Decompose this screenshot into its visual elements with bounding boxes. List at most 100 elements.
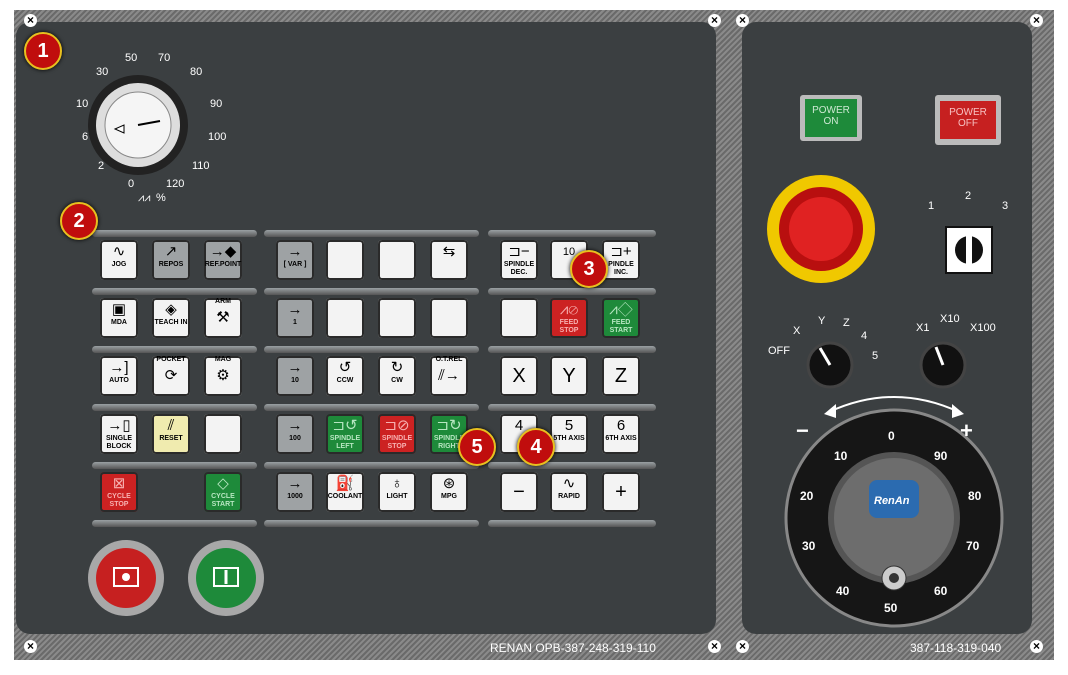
handwheel-icon: ⊛ bbox=[442, 475, 456, 492]
blank-key[interactable] bbox=[430, 298, 468, 338]
handwheel-tick: 70 bbox=[966, 539, 980, 553]
power-off-button[interactable]: POWER OFF bbox=[935, 95, 1001, 145]
panel-part-number: RENAN OPB-387-248-319-110 bbox=[490, 641, 656, 655]
screw-icon: × bbox=[24, 14, 37, 27]
repos-key[interactable]: ↗REPOS bbox=[152, 240, 190, 280]
emergency-stop-button[interactable] bbox=[766, 174, 876, 284]
cycle-stop-key[interactable]: ⊠CYCLE STOP bbox=[100, 472, 138, 512]
rotate-cw-icon: ↻ bbox=[390, 359, 404, 376]
single-block-key[interactable]: →▯SINGLE BLOCK bbox=[100, 414, 138, 454]
coolant-key[interactable]: ⛽COOLANT bbox=[326, 472, 364, 512]
jog-icon: ∿ bbox=[112, 243, 126, 260]
plus-key[interactable]: + bbox=[602, 472, 640, 512]
dial-tick: 0 bbox=[128, 178, 134, 190]
feed-override-dial[interactable]: 0 2 6 10 30 50 70 80 90 100 110 120 % ⩘⩘ bbox=[60, 45, 260, 215]
screw-icon: × bbox=[736, 640, 749, 653]
handwheel-plus-label: + bbox=[960, 418, 973, 443]
mpg-key[interactable]: ⊛MPG bbox=[430, 472, 468, 512]
axis-y-key[interactable]: Y bbox=[550, 356, 588, 396]
divider bbox=[92, 230, 257, 237]
teach-icon: ◈ bbox=[165, 301, 177, 318]
arm-icon: ⚒ bbox=[216, 309, 230, 326]
inc-1000-key[interactable]: →1000 bbox=[276, 472, 314, 512]
axis-select-label: OFF bbox=[768, 345, 790, 357]
divider bbox=[264, 462, 479, 469]
axis-z-key[interactable]: Z bbox=[602, 356, 640, 396]
blank-key[interactable] bbox=[326, 240, 364, 280]
blank-key[interactable] bbox=[326, 298, 364, 338]
axis-x-key[interactable]: X bbox=[500, 356, 538, 396]
axis-select-label: Z bbox=[843, 317, 850, 329]
multiplier-knob[interactable] bbox=[918, 340, 968, 390]
ot-rel-key[interactable]: O.T.REL⫽→ bbox=[430, 356, 468, 396]
rapid-key[interactable]: ∿RAPID bbox=[550, 472, 588, 512]
divider bbox=[92, 462, 257, 469]
dial-tick: 2 bbox=[98, 160, 104, 172]
mag-key[interactable]: MAG⚙ bbox=[204, 356, 242, 396]
divider bbox=[264, 230, 479, 237]
divider bbox=[264, 346, 479, 353]
cycle-stop-mushroom-button[interactable] bbox=[86, 538, 166, 618]
refpoint-icon: →◆ bbox=[209, 243, 237, 260]
refpoint-key[interactable]: →◆REF.POINT bbox=[204, 240, 242, 280]
repos-icon: ↗ bbox=[164, 243, 178, 260]
cycle-start-key[interactable]: ◇CYCLE START bbox=[204, 472, 242, 512]
blank-key[interactable] bbox=[204, 414, 242, 454]
blank-key[interactable] bbox=[500, 298, 538, 338]
feed-start-key[interactable]: ⩘◇FEED START bbox=[602, 298, 640, 338]
handwheel-tick: 50 bbox=[884, 601, 898, 615]
feed-stop-key[interactable]: ⩘⊘FEED STOP bbox=[550, 298, 588, 338]
spindle-dec-key[interactable]: ⊐−SPINDLE DEC. bbox=[500, 240, 538, 280]
cycle-start-icon: ◇ bbox=[217, 475, 229, 492]
blank-key[interactable] bbox=[378, 240, 416, 280]
axis-select-label: Y bbox=[818, 315, 826, 327]
handwheel-mpg[interactable]: 0 10 20 30 40 50 60 70 80 90 RenAn bbox=[774, 390, 1014, 630]
callout-badge: 5 bbox=[458, 428, 496, 466]
start-icon bbox=[213, 567, 239, 587]
reset-key[interactable]: ⫽RESET bbox=[152, 414, 190, 454]
multiplier-label: X100 bbox=[970, 322, 996, 334]
axis-select-knob[interactable] bbox=[805, 340, 855, 390]
divider bbox=[264, 520, 479, 527]
auto-key[interactable]: →]AUTO bbox=[100, 356, 138, 396]
power-on-button[interactable]: POWER ON bbox=[800, 95, 862, 141]
teach-in-key[interactable]: ◈TEACH IN bbox=[152, 298, 190, 338]
spindle-inc-key[interactable]: ⊐+PINDLE INC. bbox=[602, 240, 640, 280]
light-key[interactable]: ♁LIGHT bbox=[378, 472, 416, 512]
dial-tick: 100 bbox=[208, 131, 226, 143]
pocket-key[interactable]: POCKET⟳ bbox=[152, 356, 190, 396]
minus-key[interactable]: − bbox=[500, 472, 538, 512]
handwheel-tick: 60 bbox=[934, 584, 948, 598]
blank-key[interactable] bbox=[378, 298, 416, 338]
inc-10-key[interactable]: →10 bbox=[276, 356, 314, 396]
auto-icon: →] bbox=[109, 359, 129, 376]
arm-key[interactable]: ARM⚒ bbox=[204, 298, 242, 338]
cw-key[interactable]: ↻CW bbox=[378, 356, 416, 396]
spindle-left-key[interactable]: ⊐↺SPINDLE LEFT bbox=[326, 414, 364, 454]
dial-tick: 50 bbox=[125, 52, 137, 64]
split-key[interactable]: ⇆ bbox=[430, 240, 468, 280]
keyswitch[interactable] bbox=[945, 226, 993, 274]
keyswitch-label: 3 bbox=[1002, 200, 1009, 212]
spindle-icon: ⊐− bbox=[508, 243, 530, 260]
dial-tick: 110 bbox=[192, 160, 210, 172]
overtravel-icon: ⫽→ bbox=[438, 367, 460, 384]
axis-select-label: X bbox=[793, 325, 801, 337]
cycle-start-mushroom-button[interactable] bbox=[186, 538, 266, 618]
divider bbox=[488, 404, 656, 411]
divider bbox=[92, 404, 257, 411]
jog-key[interactable]: ∿JOG bbox=[100, 240, 138, 280]
inc-1-key[interactable]: →1 bbox=[276, 298, 314, 338]
mda-icon: ▣ bbox=[111, 301, 127, 318]
var-key[interactable]: →[ VAR ] bbox=[276, 240, 314, 280]
ccw-key[interactable]: ↺CCW bbox=[326, 356, 364, 396]
divider bbox=[488, 346, 656, 353]
mda-key[interactable]: ▣MDA bbox=[100, 298, 138, 338]
divider bbox=[264, 288, 479, 295]
feed-start-icon: ⩘◇ bbox=[609, 301, 633, 318]
spindle-stop-key[interactable]: ⊐⊘SPINDLE STOP bbox=[378, 414, 416, 454]
light-icon: ♁ bbox=[391, 475, 403, 492]
inc-100-key[interactable]: →100 bbox=[276, 414, 314, 454]
